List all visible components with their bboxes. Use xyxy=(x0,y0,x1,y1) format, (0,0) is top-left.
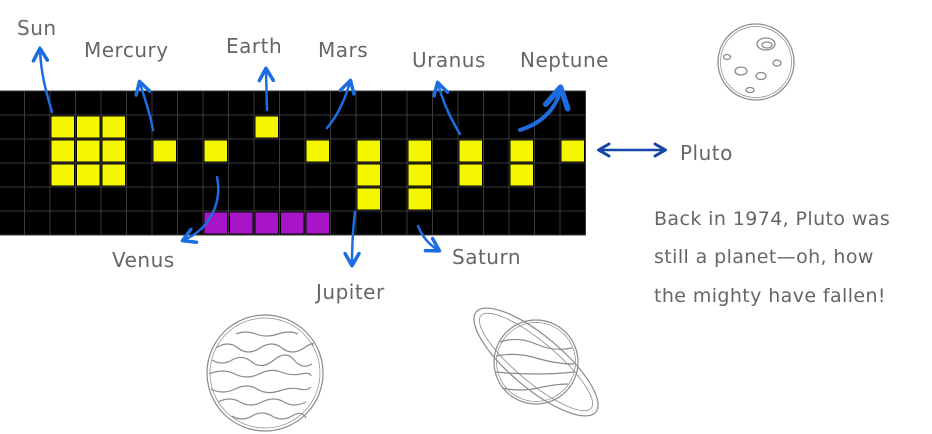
label-uranus: Uranus xyxy=(412,48,486,72)
planet-led-cell xyxy=(102,116,125,138)
mars-arrow xyxy=(325,78,356,130)
label-mercury: Mercury xyxy=(84,38,169,62)
planet-led-cell xyxy=(51,164,74,186)
saturn-arrow xyxy=(416,224,442,253)
planet-led-cell xyxy=(459,164,482,186)
planet-led-cell xyxy=(357,164,380,186)
pluto-note-line-2: still a planet—oh, how xyxy=(654,246,874,269)
belt-led-cell xyxy=(281,212,304,234)
label-jupiter: Jupiter xyxy=(316,280,385,304)
belt-led-cell xyxy=(255,212,278,234)
planet-led-cell xyxy=(306,140,329,162)
planet-led-cell xyxy=(561,140,584,162)
moon-sketch-icon xyxy=(717,23,795,101)
planet-led-cell xyxy=(102,164,125,186)
planet-led-cell xyxy=(408,164,431,186)
planet-led-cell xyxy=(255,116,278,138)
label-earth: Earth xyxy=(226,34,283,58)
planet-led-cell xyxy=(357,188,380,210)
belt-led-cell xyxy=(306,212,329,234)
planet-led-cell xyxy=(153,140,176,162)
sun-arrow xyxy=(31,46,54,114)
planet-led-cell xyxy=(77,116,100,138)
mercury-arrow xyxy=(134,79,155,132)
planet-led-cell xyxy=(102,140,125,162)
saturn-sketch-icon xyxy=(473,307,599,417)
planet-led-cell xyxy=(510,164,533,186)
planet-led-cell xyxy=(510,140,533,162)
label-neptune: Neptune xyxy=(520,48,609,72)
planet-led-cell xyxy=(51,116,74,138)
belt-led-cell xyxy=(230,212,253,234)
jupiter-sketch-icon xyxy=(206,314,324,432)
jupiter-arrow xyxy=(343,210,361,268)
uranus-arrow xyxy=(432,80,462,136)
planet-led-cell xyxy=(408,188,431,210)
label-sun: Sun xyxy=(17,16,57,40)
led-grid-cells xyxy=(51,116,584,234)
venus-arrow xyxy=(180,175,220,245)
label-pluto: Pluto xyxy=(680,141,733,165)
planet-led-cell xyxy=(51,140,74,162)
led-grid-lines xyxy=(0,90,586,236)
label-saturn: Saturn xyxy=(452,245,522,269)
pluto-note-line-1: Back in 1974, Pluto was xyxy=(654,208,891,230)
planet-led-cell xyxy=(408,140,431,162)
label-venus: Venus xyxy=(112,248,175,272)
pluto-note: Back in 1974, Pluto was still a planet—o… xyxy=(654,200,929,315)
planet-led-cell xyxy=(77,140,100,162)
planet-led-cell xyxy=(357,140,380,162)
neptune-arrow xyxy=(518,84,571,132)
planet-led-cell xyxy=(204,140,227,162)
planet-led-cell xyxy=(77,164,100,186)
label-mars: Mars xyxy=(318,38,369,62)
planet-led-cell xyxy=(459,140,482,162)
earth-arrow xyxy=(257,66,276,112)
pluto-note-line-3: the mighty have fallen! xyxy=(654,284,886,307)
